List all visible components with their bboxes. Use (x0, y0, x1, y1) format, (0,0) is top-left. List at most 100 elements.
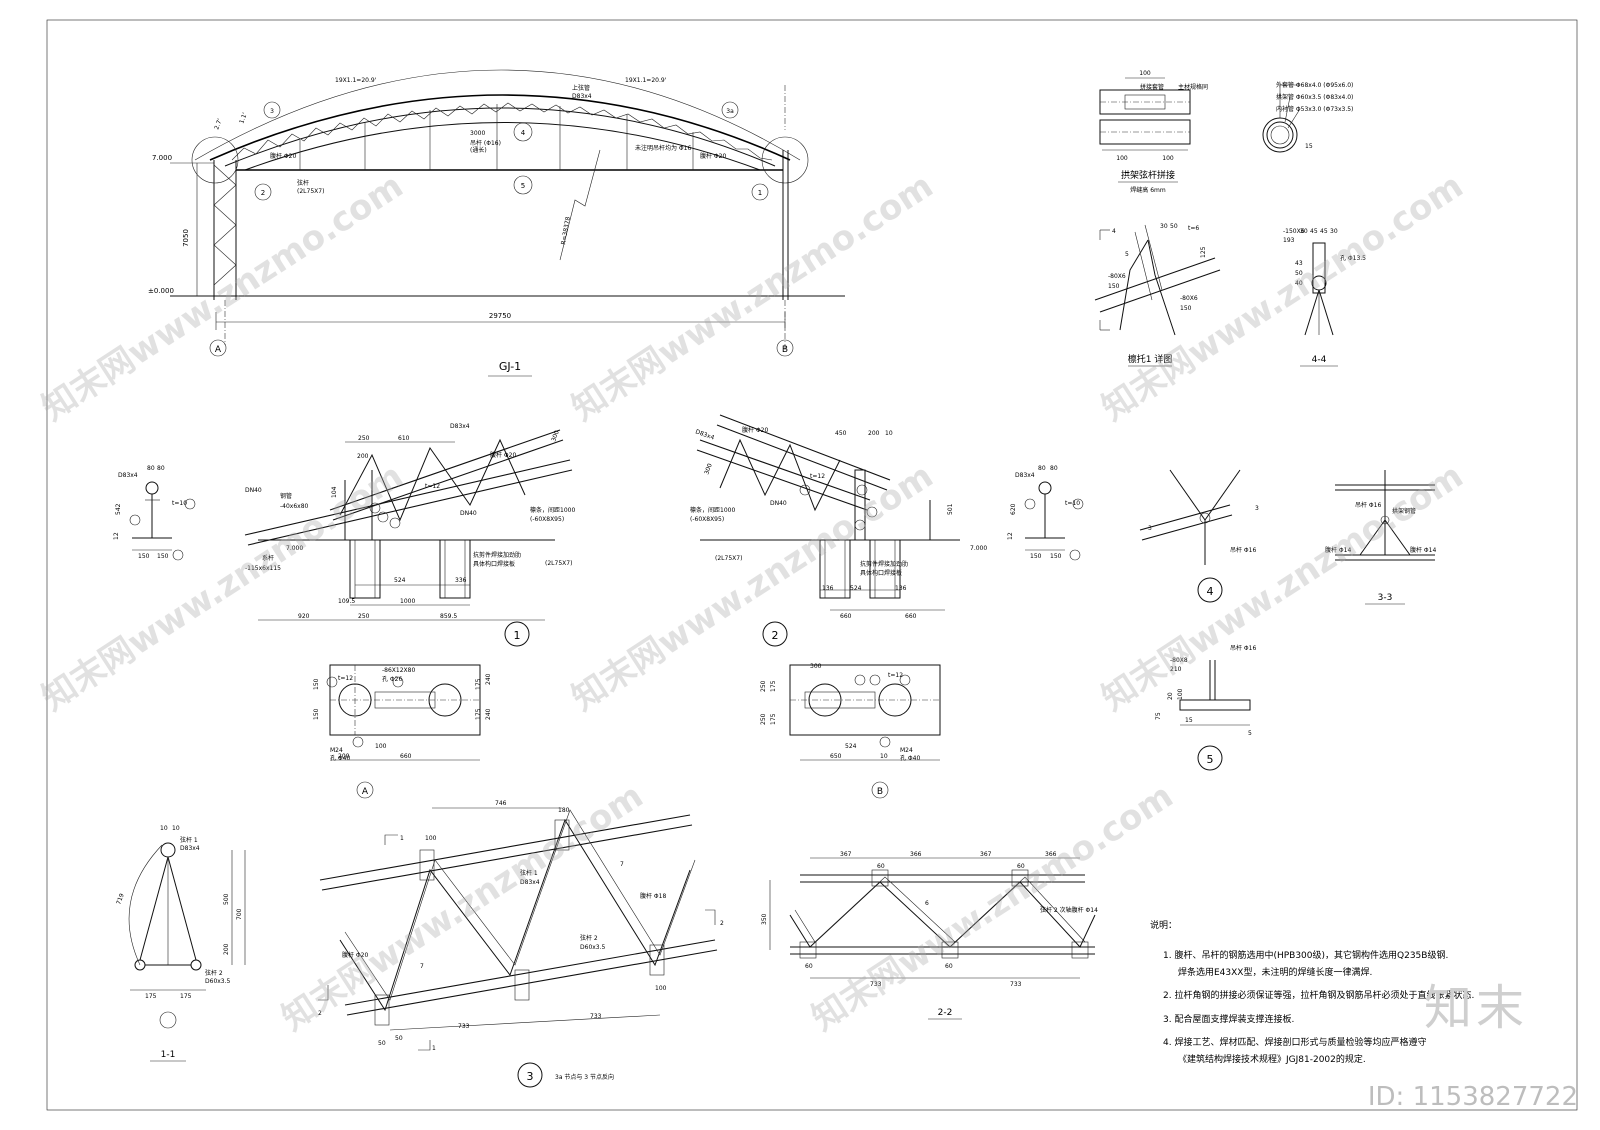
splice-detail: 100 100 100 拼接套管 主材规格同 拱架弦杆拼接 焊缝高 6mm 外套… (1099, 70, 1353, 194)
plan1-d660: 660 (400, 753, 412, 760)
radius-label: R=38378 (560, 216, 572, 245)
note-1b: 焊条选用E43XX型，未注明的焊缝长度一律满焊. (1178, 966, 1372, 978)
plan2-d175a: 175 (770, 680, 777, 692)
arc-dim-left: 19X1.1=20.9' (335, 77, 377, 84)
splice-dim-top: 100 (1139, 70, 1151, 77)
node1-d109: 109.5 (338, 598, 355, 605)
small2-d80a: 80 (1038, 465, 1046, 472)
purlin-plate2: -80X6 (1180, 295, 1198, 302)
purlin-d150a: 150 (1108, 283, 1120, 290)
node2-d524: 524 (850, 585, 862, 592)
node1-tie-label: 系杆 (262, 554, 274, 562)
chord-note: (2L75X7) (297, 188, 324, 195)
splice-dim-b2: 100 (1162, 155, 1174, 162)
section-1: 外套管 Φ68x4.0 (Φ95x6.0) (1276, 81, 1353, 89)
plan1-d175a: 175 (475, 678, 482, 690)
note-2: 2. 拉杆角钢的拼接必须保证等强，拉杆角钢及钢筋吊杆必须处于直线张紧状态. (1163, 989, 1474, 1001)
node1-t12: t=12 (425, 483, 440, 490)
node-1-detail: 524 336 109.5 1000 920 250 859.5 250 610… (244, 423, 575, 647)
node5-d75: 75 (1155, 712, 1162, 720)
s22-d60d: 60 (945, 963, 953, 970)
s22-label: 弦杆 2 次轴腹杆 Φ14 (1040, 906, 1098, 914)
small-section-2: D83x4 80 80 150 150 620 12 t=10 (1007, 465, 1084, 561)
node2-level: 7.000 (970, 545, 987, 552)
d3-d746: 746 (495, 800, 507, 807)
small1-t10: t=10 (172, 500, 187, 507)
level-top: 7.000 (152, 154, 172, 162)
purlin-d125: 125 (1200, 246, 1207, 258)
sec11-d200: 200 (223, 943, 230, 955)
node2-note3: 抗剪件焊接加劲肋 (860, 560, 908, 568)
node-5-detail: -80X8 210 吊杆 Φ16 20 100 75 15 5 5 (1155, 644, 1256, 771)
d3-d733b: 733 (590, 1013, 602, 1020)
node2-dn: DN40 (770, 500, 787, 507)
marker-1: 1 (758, 189, 762, 197)
d3-d733a: 733 (458, 1023, 470, 1030)
node1-stiff: 檩条，间距1000 (530, 506, 575, 514)
plan1-d150a: 150 (313, 678, 320, 690)
marker-5: 5 (521, 182, 525, 190)
node1-d336: 336 (455, 577, 467, 584)
purlin-d50: 50 (1170, 223, 1178, 230)
section-1-1: 10 10 弦杆 1 D83x4 500 700 200 719 175 175… (115, 825, 246, 1062)
s22-d367a: 367 (840, 851, 852, 858)
section-3-3: 吊杆 Φ16 腹杆 Φ14 腹杆 Φ14 拱架钢管 3-3 (1325, 470, 1436, 605)
web-left-label: 腹杆 Φ20 (270, 152, 296, 160)
node1-d1000: 1000 (400, 598, 415, 605)
d3-bottom-chord: 弦杆 2 (580, 934, 598, 942)
sec44-plate: -150X6 (1283, 228, 1305, 235)
plan-1: 200 660 100 150 150 240 240 175 175 t=12… (313, 664, 492, 799)
sec11-d10b: 10 (172, 825, 180, 832)
sec11-d500: 500 (223, 893, 230, 905)
d3-bottom-size: D60x3.5 (580, 944, 606, 951)
node1-tie: DN40 (460, 510, 477, 517)
bottom-note: 未注明吊杆均为 Φ16 (635, 144, 691, 152)
splice-note: 焊缝高 6mm (1130, 186, 1166, 194)
node2-d300: 300 (703, 462, 714, 475)
d3-w7b: 7 (420, 963, 424, 970)
node2-stiff2: (-60X8X95) (690, 516, 724, 523)
s22-d367b: 367 (980, 851, 992, 858)
s22-d350: 350 (761, 913, 768, 925)
node1-d250: 250 (358, 613, 370, 620)
node5-hanger: 吊杆 Φ16 (1230, 644, 1256, 652)
sec33-title: 3-3 (1378, 593, 1393, 603)
small1-d542: 542 (115, 503, 122, 515)
node4-sec-b: 3 (1255, 505, 1259, 512)
node1-d250top: 250 (358, 435, 370, 442)
sec44-d40: 40 (1295, 280, 1303, 287)
s22-d733b: 733 (1010, 981, 1022, 988)
small2-d80b: 80 (1050, 465, 1058, 472)
splice-title: 拱架弦杆拼接 (1121, 169, 1175, 181)
plan2-hole2: 孔 Φ40 (900, 754, 920, 762)
sec44-d30: 30 (1300, 228, 1308, 235)
d3-top-chord: 弦杆 1 (520, 869, 538, 877)
purlin-d5: 5 (1125, 251, 1129, 258)
plan2-axis: B (877, 787, 883, 797)
node2-d450: 450 (835, 430, 847, 437)
d3-web2: 腹杆 Φ20 (342, 951, 368, 959)
small1-pipe: D83x4 (118, 472, 138, 479)
small1-d150a: 150 (138, 553, 150, 560)
node2-pipe: D83x4 (694, 428, 715, 441)
purlin-d150b: 150 (1180, 305, 1192, 312)
d3-w7a: 7 (620, 861, 624, 868)
node1-plate: -40x6x80 (280, 503, 309, 510)
d3-label: 3 (527, 1070, 534, 1083)
plan1-d240a: 240 (485, 673, 492, 685)
plan2-d250a: 250 (760, 680, 767, 692)
axis-a: A (215, 345, 222, 355)
node2-side-dim: 501 (947, 503, 954, 515)
plan2-d10: 10 (880, 753, 888, 760)
arc-dim-right: 19X1.1=20.9' (625, 77, 667, 84)
node5-plate: -80X8 (1170, 657, 1188, 664)
rise-dim: 3000 (470, 130, 485, 137)
sec44-d193: 193 (1283, 237, 1295, 244)
plan1-bolt: M24 (330, 747, 343, 754)
d3-sec1a: 1 (400, 835, 404, 842)
d3-sec2b: 2 (318, 1010, 322, 1017)
top-pipe-size: D83x4 (572, 93, 592, 100)
plan1-d100: 100 (375, 743, 387, 750)
sec11-top-label: 弦杆 1 (180, 836, 198, 844)
